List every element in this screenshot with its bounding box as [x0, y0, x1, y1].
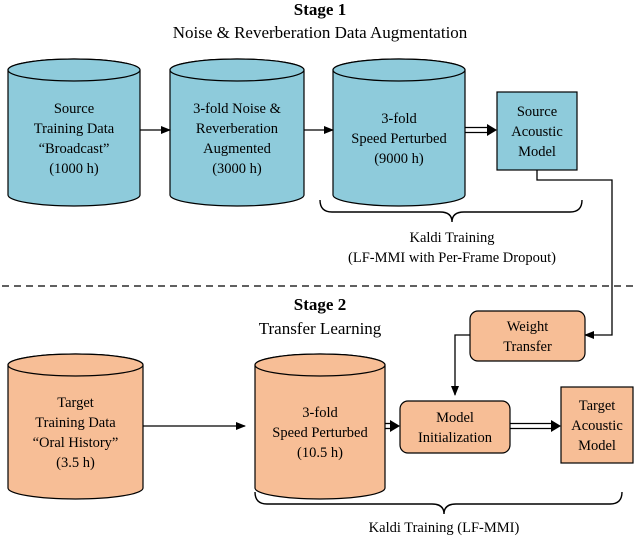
- model-initialization-box-rect: [399, 400, 511, 454]
- source-acoustic-model-box-label: Source: [517, 104, 557, 120]
- stage1-speed-perturbed-cylinder-label: 3-fold: [381, 111, 417, 127]
- source-training-data-cylinder-label: (1000 h): [49, 161, 99, 177]
- source-training-data-cylinder-label: Training Data: [34, 121, 115, 137]
- weight-transfer-box-rect: [469, 310, 586, 362]
- arrow-source-model-to-weight-transfer: [536, 170, 613, 339]
- target-training-data-cylinder-top: [7, 353, 144, 377]
- stage1-speed-perturbed-cylinder-label: Speed Perturbed: [351, 131, 447, 147]
- stage2-title: Stage 2: [294, 295, 346, 314]
- stage2-speed-perturbed-cylinder-label: 3-fold: [302, 405, 338, 421]
- source-training-data-cylinder-top: [7, 58, 141, 82]
- target-training-data-cylinder-label: “Oral History”: [33, 435, 119, 451]
- arrow-weight-transfer-to-model-init: [451, 334, 470, 396]
- noise-reverb-augmented-cylinder-label: Augmented: [203, 141, 271, 157]
- stage1-subtitle: Noise & Reverberation Data Augmentation: [173, 23, 468, 42]
- target-acoustic-model-box-label: Target: [579, 398, 616, 414]
- stage1-training-detail: (LF-MMI with Per-Frame Dropout): [348, 250, 556, 266]
- source-training-data-cylinder-label: Source: [54, 101, 94, 117]
- double-arrow-model-init-to-target-model: [510, 420, 561, 432]
- double-arrow-speed-to-model-init: [385, 420, 400, 432]
- target-acoustic-model-box-rect: [560, 386, 634, 464]
- weight-transfer-box-label: Transfer: [503, 339, 552, 355]
- source-training-data-cylinder-label: “Broadcast”: [39, 141, 110, 157]
- target-training-data-cylinder-label: Target: [57, 395, 94, 411]
- stage1-title: Stage 1: [294, 0, 346, 19]
- stage1-speed-perturbed-cylinder-label: (9000 h): [374, 151, 424, 167]
- stage1-training-brace: [319, 199, 583, 223]
- model-initialization-box-label: Model: [436, 410, 474, 426]
- stage2-speed-perturbed-cylinder-label: (10.5 h): [297, 445, 343, 461]
- target-training-data-cylinder-label: Training Data: [35, 415, 116, 431]
- stage1-speed-perturbed-cylinder-top: [332, 58, 466, 82]
- model-initialization-box-label: Initialization: [418, 430, 493, 446]
- noise-reverb-augmented-cylinder-label: Reverberation: [196, 121, 279, 137]
- target-acoustic-model-box-label: Model: [578, 438, 616, 454]
- stage2-training-label: Kaldi Training (LF-MMI): [369, 520, 520, 536]
- weight-transfer-box-label: Weight: [507, 319, 549, 335]
- source-acoustic-model-box-rect: [496, 91, 578, 171]
- stage2-speed-perturbed-cylinder-label: Speed Perturbed: [272, 425, 368, 441]
- double-arrow-speed-to-source-model: [465, 124, 497, 136]
- stage2-training-brace: [254, 491, 623, 515]
- source-acoustic-model-box-label: Acoustic: [511, 124, 563, 140]
- noise-reverb-augmented-cylinder-label: 3-fold Noise &: [193, 101, 282, 117]
- target-acoustic-model-box-label: Acoustic: [571, 418, 623, 434]
- stage1-training-label: Kaldi Training: [410, 230, 495, 246]
- noise-reverb-augmented-cylinder-top: [169, 58, 305, 82]
- stage2-subtitle: Transfer Learning: [259, 319, 382, 338]
- stage2-speed-perturbed-cylinder-top: [254, 353, 386, 377]
- target-training-data-cylinder-label: (3.5 h): [56, 455, 95, 471]
- source-acoustic-model-box-label: Model: [518, 144, 556, 160]
- noise-reverb-augmented-cylinder-label: (3000 h): [212, 161, 262, 177]
